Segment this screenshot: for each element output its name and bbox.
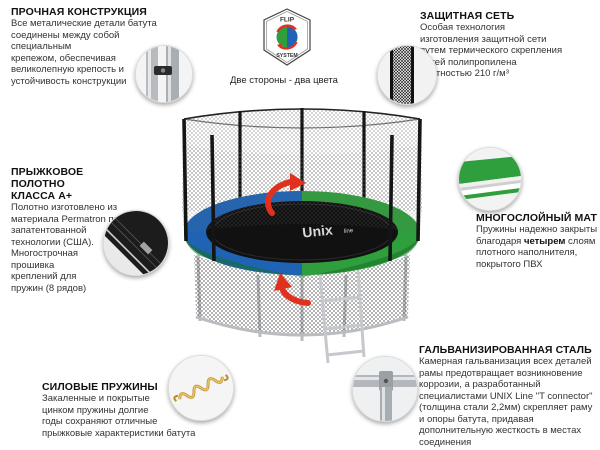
feature-structure-line: Все металические детали батута [11,18,157,29]
feature-steel-line: соединения [419,436,472,448]
feature-structure-line: соединены между собой специальным [11,29,120,53]
flip-system-logo: FLIP SYSTEM [262,8,312,66]
feature-canvas-line: материала Permatron по [11,213,119,225]
feature-mat-line: покрытого ПВХ [476,258,543,270]
logo-flip-text: FLIP [280,17,295,24]
logo-system-text: SYSTEM [276,53,297,59]
feature-steel-line: коррозии, а разработанный [419,379,541,390]
feature-springs-title: СИЛОВЫЕ ПРУЖИНЫ [42,381,158,393]
feature-net-line: путем термического скрепления [420,45,563,56]
feature-canvas-line: запатентованной [11,225,87,236]
feature-springs-line: годы сохраняют отличные [42,416,158,427]
feature-net-line: нитей полипропилена [420,56,517,68]
net-closeup-image [377,45,437,105]
feature-canvas-line: креплений для [11,271,77,282]
steel-closeup-image [352,356,418,422]
feature-canvas-line: Многострочная [11,248,79,259]
feature-canvas-line: прошивка [11,259,55,271]
feature-mat-line: Пружины надежно закрыты [476,224,598,235]
feature-steel-line: (толщина стали 2,2мм) скрепляет раму [419,402,593,413]
feature-springs-line: цинком пружины долгие [42,404,149,416]
feature-structure-title: ПРОЧНАЯ КОНСТРУКЦИЯ [11,6,147,18]
springs-closeup-image [168,355,234,421]
feature-mat-bold: четырем [523,235,566,247]
brand-name-text: Unix [302,221,334,240]
feature-net-line: изготовления защитной сети [420,33,547,45]
feature-canvas-title: ПРЫЖКОВОЕ ПОЛОТНО [11,166,84,190]
feature-structure-line: великолепную крепость и [11,64,124,75]
feature-net-line: плотностью 210 г/м³ [420,68,509,79]
feature-canvas-line: технологии (США). [11,236,94,248]
feature-mat-text: слоям [565,235,596,247]
two-sides-caption: Две стороны - два цвета [230,75,338,86]
feature-net-title: ЗАЩИТНАЯ СЕТЬ [420,10,515,22]
feature-steel-line: Камерная гальванизация всех деталей [419,356,592,367]
feature-mat-text: благодаря [476,235,524,247]
feature-net-line: Особая технология [420,22,506,33]
canvas-closeup-image [103,210,169,276]
feature-steel-line: дополнительную жесткость в местах [419,425,582,436]
feature-structure-line: крепежом, обеспечивая [11,52,116,64]
feature-structure: ПРОЧНАЯ КОНСТРУКЦИЯ Все металические дет… [11,6,181,87]
mat-closeup-image [458,147,522,211]
feature-steel-line: специалистами UNIX Line "T connector" [419,390,593,402]
feature-springs: СИЛОВЫЕ ПРУЖИНЫ Закаленные и покрытые ци… [42,381,212,439]
feature-canvas-title: КЛАССА А+ [11,190,73,202]
feature-steel-title: ГАЛЬВАНИЗИРОВАННАЯ СТАЛЬ [419,344,592,356]
feature-mat-line: плотного наполнителя, [476,247,578,258]
feature-mat-line: благодаря четырем слоям [476,236,598,248]
feature-steel: ГАЛЬВАНИЗИРОВАННАЯ СТАЛЬ Камерная гальва… [419,344,599,448]
trampoline-image: Unix line [168,105,436,377]
feature-canvas-line: пружин (8 рядов) [11,282,87,294]
feature-mat: МНОГОСЛОЙНЫЙ МАТ Пружины надежно закрыты… [476,212,598,270]
feature-steel-line: рамы предотвращает возникновение [419,367,583,379]
feature-canvas: ПРЫЖКОВОЕ ПОЛОТНО КЛАССА А+ Полотно изго… [11,166,131,294]
feature-structure-line: устойчивость конструкции [11,75,127,87]
feature-canvas-line: Полотно изготовлено из [11,202,118,213]
feature-net: ЗАЩИТНАЯ СЕТЬ Особая технология изготовл… [420,10,595,80]
feature-mat-title: МНОГОСЛОЙНЫЙ МАТ [476,212,598,224]
structure-closeup-image [135,45,193,103]
brand-suffix-text: line [344,228,355,235]
feature-steel-line: и опоры батута, придавая [419,413,534,425]
feature-springs-line: прыжковые характеристики батута [42,427,196,439]
feature-springs-line: Закаленные и покрытые [42,393,150,404]
